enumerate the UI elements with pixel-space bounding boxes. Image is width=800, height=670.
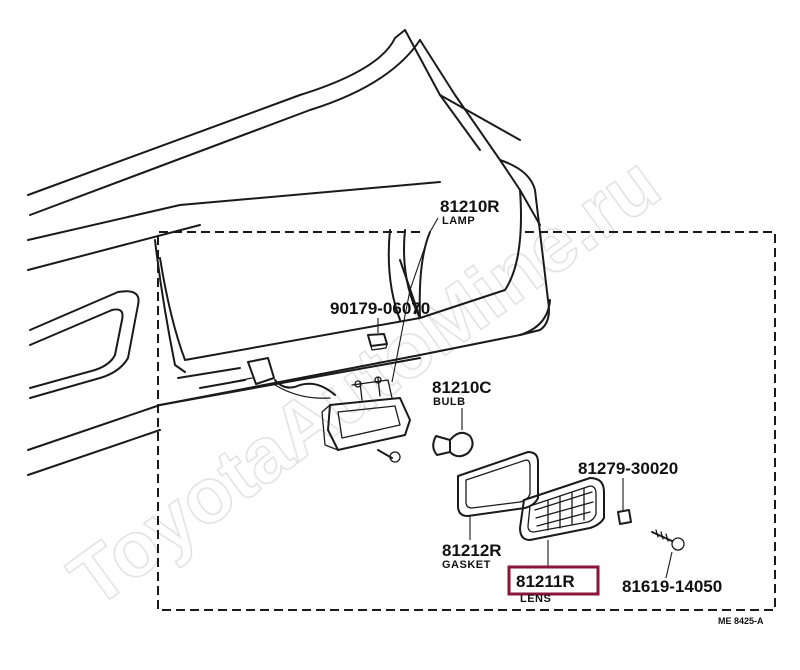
part-number-screw-30020[interactable]: 81279-30020: [578, 459, 678, 478]
screw-30020-drawing: [617, 478, 632, 525]
lamp-assembly-drawing: [231, 357, 411, 451]
bulb-drawing: [432, 408, 474, 458]
part-name-lamp: LAMP: [442, 215, 475, 227]
gasket-drawing: [457, 451, 539, 540]
part-name-bulb: BULB: [433, 396, 466, 408]
nut-drawing: [367, 318, 388, 351]
part-number-screw-14050[interactable]: 81619-14050: [622, 577, 722, 596]
car-body-drawing: [27, 29, 551, 476]
lamp-assembly-boundary: [157, 231, 776, 611]
part-number-gasket[interactable]: 81212R: [442, 541, 502, 560]
watermark: ToyotaAutoMine.ru: [53, 138, 675, 623]
lamp-screw-drawing: [377, 449, 401, 463]
highlight-box-lens: [507, 565, 600, 596]
part-number-lamp[interactable]: 81210R: [440, 197, 500, 216]
part-name-gasket: GASKET: [442, 559, 491, 571]
diagram-reference: ME 8425-A: [718, 616, 764, 626]
part-number-bulb[interactable]: 81210C: [432, 378, 492, 397]
screw-14050-drawing: [651, 529, 685, 579]
lens-drawing: [519, 477, 605, 566]
part-number-lens[interactable]: 81211R: [516, 572, 575, 591]
part-number-nut[interactable]: 90179-06070: [330, 299, 430, 318]
part-name-lens: LENS: [520, 593, 551, 605]
